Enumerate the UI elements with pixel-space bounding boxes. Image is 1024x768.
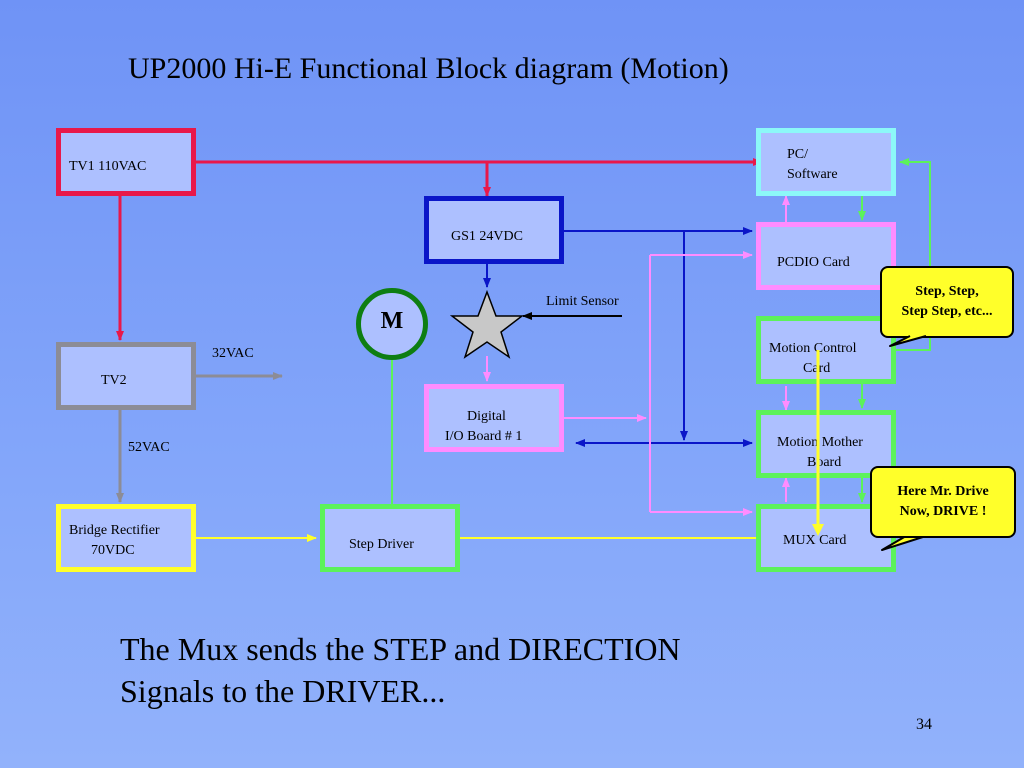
drive-callout-tail (881, 535, 927, 551)
gs1-label: GS1 24VDC (451, 229, 523, 244)
step-driver-label: Step Driver (349, 537, 414, 552)
limit-sensor-label: Limit Sensor (546, 294, 619, 309)
mux-card-block: MUX Card (756, 504, 896, 572)
motion-mother-board-block: Motion Mother Board (756, 410, 896, 478)
tv2-block: TV2 (56, 342, 196, 410)
bridge-rectifier-block: Bridge Rectifier 70VDC (56, 504, 196, 572)
step-callout-line2: Step Step, etc... (901, 304, 993, 319)
step-callout-bubble: Step, Step, Step Step, etc... (880, 266, 1014, 338)
motion-control-card-block: Motion Control Card (756, 316, 896, 384)
motion-control-label: Motion Control (769, 341, 857, 356)
drive-callout-line2: Now, DRIVE ! (899, 504, 987, 519)
tv1-label: TV1 110VAC (69, 159, 147, 174)
limit-sensor-star-icon (450, 290, 524, 359)
step-callout-tail (889, 335, 927, 347)
slide-title: UP2000 Hi-E Functional Block diagram (Mo… (128, 52, 729, 85)
supply-24vdc-lines (483, 227, 753, 447)
motor-symbol: M (356, 288, 428, 360)
body-text-line2: Signals to the DRIVER... (120, 673, 446, 709)
software-label: Software (787, 167, 838, 182)
digital-io-board-block: Digital I/O Board # 1 (424, 384, 564, 452)
pcdio-label: PCDIO Card (777, 255, 850, 270)
vac32-label: 32VAC (212, 346, 254, 361)
drive-callout-bubble: Here Mr. Drive Now, DRIVE ! (870, 466, 1016, 538)
bridge-voltage-label: 70VDC (91, 543, 135, 558)
gs1-block: GS1 24VDC (424, 196, 564, 264)
motion-mother-board-label: Board (807, 455, 842, 470)
motor-label: M (380, 308, 404, 334)
step-callout-line1: Step, Step, (915, 284, 979, 299)
digital-io-lines (483, 195, 790, 516)
page-number: 34 (916, 716, 932, 733)
pc-software-block: PC/ Software (756, 128, 896, 196)
pcdio-card-block: PCDIO Card (756, 222, 896, 290)
drive-callout-line1: Here Mr. Drive (897, 484, 989, 499)
tv1-block: TV1 110VAC (56, 128, 196, 196)
vac52-label: 52VAC (128, 440, 170, 455)
slide-body-text: The Mux sends the STEP and DIRECTION Sig… (120, 628, 681, 712)
tv2-label: TV2 (101, 373, 127, 388)
motion-mother-label: Motion Mother (777, 435, 863, 450)
body-text-line1: The Mux sends the STEP and DIRECTION (120, 631, 681, 667)
digital-io-label: Digital (467, 409, 506, 424)
step-driver-block: Step Driver (320, 504, 460, 572)
bridge-rectifier-label: Bridge Rectifier (69, 523, 160, 538)
card-bus-lines (391, 158, 931, 506)
pc-label: PC/ (787, 147, 809, 162)
power-110vac-lines (116, 158, 763, 341)
digital-io-board-label: I/O Board # 1 (445, 429, 523, 444)
mux-card-label: MUX Card (783, 533, 847, 548)
tv2-output-lines (116, 372, 283, 503)
